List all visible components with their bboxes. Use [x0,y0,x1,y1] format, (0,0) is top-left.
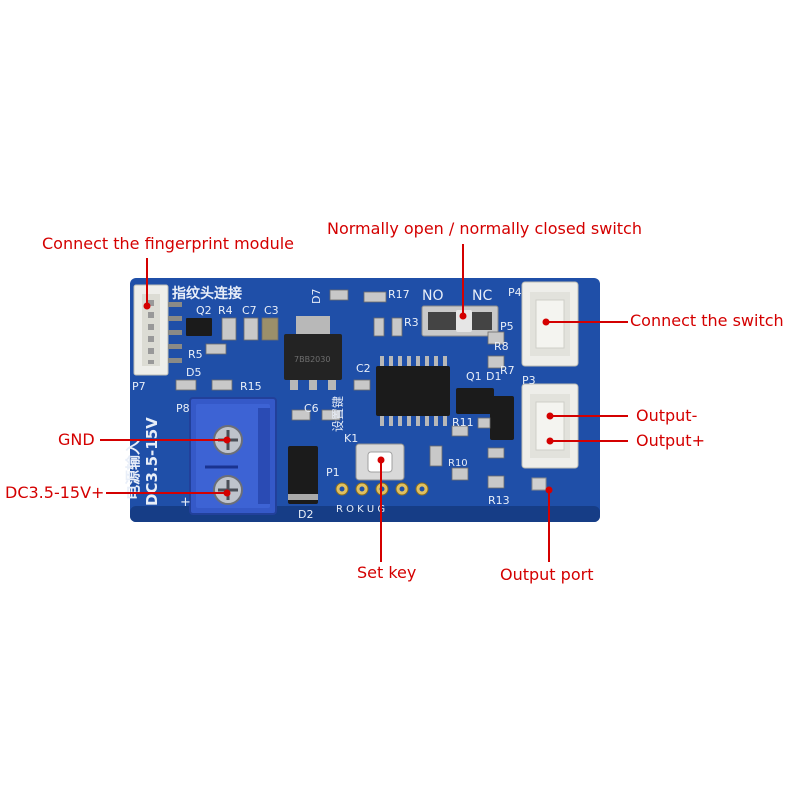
smd-components [175,289,505,489]
label-fingerprint-module: Connect the fingerprint module [42,234,295,253]
silk-q1: Q1 [466,370,482,383]
output-connector-p3 [521,383,579,469]
label-set-key: Set key [357,563,417,582]
silk-r11: R11 [452,416,474,429]
silk-p5: P5 [500,320,514,333]
label-output-port: Output port [500,565,594,584]
no-nc-slide-switch [421,305,499,337]
label-gnd: GND [58,430,95,449]
silk-p8: P8 [176,402,190,415]
silk-no: NO [422,288,444,304]
switch-connector-p4 [521,281,579,367]
label-output-minus: Output- [636,406,698,425]
silk-c2: C2 [356,362,371,375]
main-ic [376,356,450,426]
header-p1 [335,482,429,496]
silk-d2: D2 [298,508,313,521]
silk-r4: R4 [218,304,233,317]
label-no-nc-switch: Normally open / normally closed switch [327,219,642,238]
fingerprint-connector-p7 [133,284,182,376]
label-dc-power: DC3.5-15V+ [5,483,105,502]
diode-d2 [288,446,318,504]
silk-power-input: 电源输入 [124,440,142,500]
silk-nc: NC [472,288,492,304]
voltage-regulator [284,316,342,390]
silk-setting: 设置键 [331,396,345,432]
silk-p3: P3 [522,374,536,387]
silk-r8: R8 [494,340,509,353]
silk-k1: K1 [344,432,358,445]
silk-d5: D5 [186,366,201,379]
silk-r10: R10 [448,458,468,469]
silk-p4: P4 [508,286,522,299]
callout-dots [143,302,554,497]
silk-d7: D7 [310,289,323,304]
callout-lines [100,244,628,562]
silk-r7: R7 [500,364,515,377]
silk-d1: D1 [486,370,501,383]
power-screw-terminal-p8 [189,397,277,515]
silk-plus: + [180,495,191,510]
transistor-q2 [186,318,212,336]
silk-c3: C3 [264,304,279,317]
test-pad [531,477,547,491]
silk-r3: R3 [404,316,419,329]
silk-fingerprint-header: 指纹头连接 [172,285,242,302]
silk-r5: R5 [188,348,203,361]
label-output-plus: Output+ [636,431,705,450]
silk-regulator-mark: 7BB2030 [294,355,330,364]
label-connect-switch: Connect the switch [630,311,784,330]
silk-p7: P7 [132,380,146,393]
silk-p1: P1 [326,466,340,479]
silk-r15: R15 [240,380,262,393]
silk-c7: C7 [242,304,257,317]
mosfet [456,388,494,414]
diode-d1 [490,396,514,440]
silk-q2: Q2 [196,304,212,317]
silkscreen-text: 指纹头连接 电源输入 DC3.5-15V 设置键 NO NC P1 P3 P4 … [124,285,536,521]
silk-r17: R17 [388,288,410,301]
silk-pin-row: R O K U G [336,504,385,515]
silk-r13: R13 [488,494,510,507]
silk-c6: C6 [304,402,319,415]
